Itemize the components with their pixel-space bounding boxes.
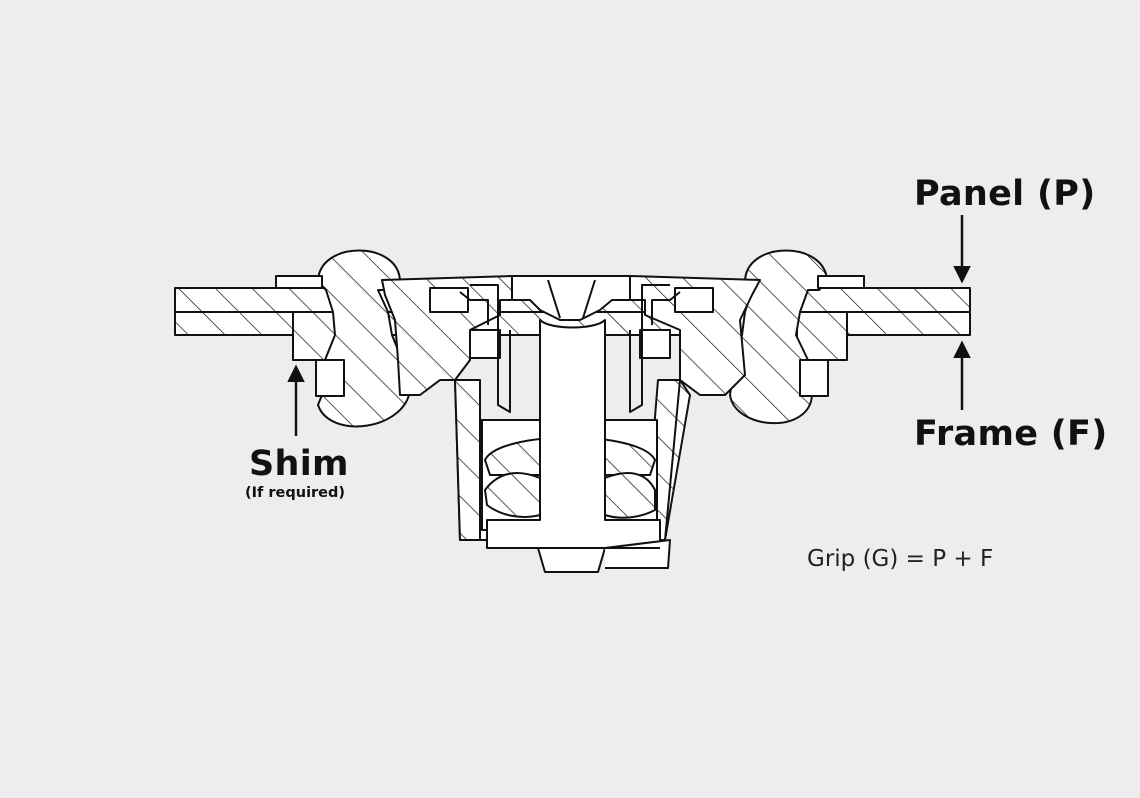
annotation-arrows — [287, 215, 971, 436]
frame-label: Frame (F) — [914, 414, 1108, 454]
panel-label: Panel (P) — [914, 174, 1096, 214]
shim-label: Shim — [249, 444, 349, 484]
center-pin — [486, 319, 671, 573]
top-cap — [459, 275, 681, 413]
shim-note: (If required) — [245, 485, 346, 501]
right-rivet — [729, 249, 865, 425]
grip-formula: Grip (G) = P + F — [807, 546, 994, 572]
left-rivet — [275, 249, 411, 428]
